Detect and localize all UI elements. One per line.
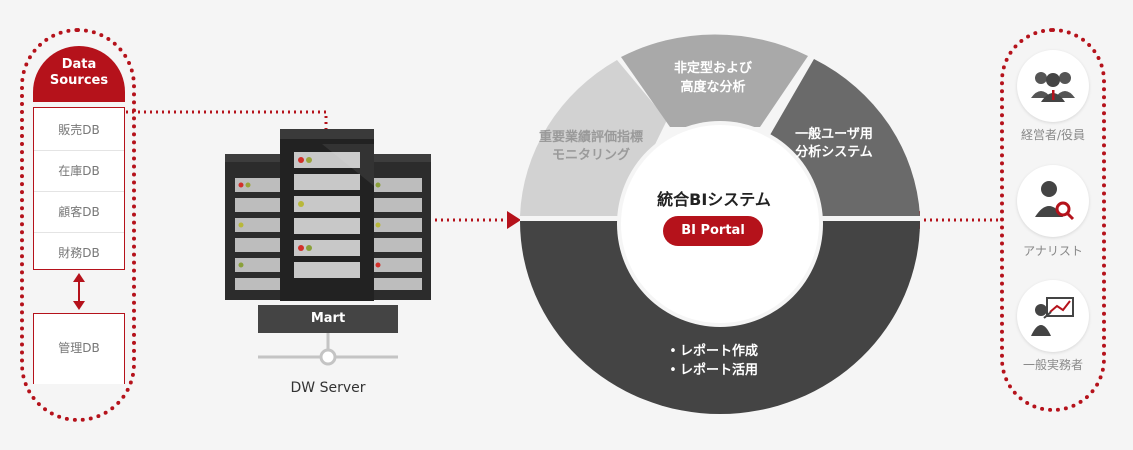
- analyst-avatar: [1017, 165, 1089, 237]
- data-sources-outline: [20, 28, 136, 422]
- bullet-1-text: レポート作成: [680, 343, 758, 359]
- bullet-1-symbol: •: [669, 344, 677, 359]
- list-item-inventory-db: 在庫DB: [34, 150, 124, 191]
- double-arrow-up-head: [73, 273, 85, 282]
- analyst-icon: [1035, 181, 1075, 221]
- segment-left-line2: モニタリング: [552, 147, 630, 163]
- bullet-2-text: レポート活用: [680, 362, 758, 378]
- bi-portal-button[interactable]: BI Portal: [663, 216, 763, 246]
- segment-advanced-analysis: [621, 34, 808, 127]
- server-racks-icon: [225, 129, 431, 301]
- mart-label: Mart: [258, 305, 398, 333]
- data-sources-header-line1: Data: [61, 57, 97, 72]
- double-arrow-down-head: [73, 301, 85, 310]
- connector-sources-to-server: [126, 110, 328, 130]
- data-sources-header-line2: Sources: [49, 73, 109, 88]
- executives-icon: [1031, 72, 1075, 102]
- practitioner-icon: [1031, 297, 1074, 336]
- network-connector-icon: [258, 333, 398, 366]
- user-label-analyst: アナリスト: [1023, 244, 1083, 258]
- data-sources-list: 販売DB 在庫DB 顧客DB 財務DB: [33, 107, 125, 270]
- segment-right-line2: 分析システム: [795, 144, 873, 160]
- list-item-finance-db: 財務DB: [34, 232, 124, 273]
- segment-right-line1: 一般ユーザ用: [795, 126, 873, 142]
- segment-top-line1: 非定型および: [674, 60, 753, 76]
- arrow-into-wheel-left: [507, 211, 521, 229]
- bullet-2-symbol: •: [669, 363, 677, 378]
- management-db-box: 管理DB: [33, 313, 125, 384]
- segment-left-line1: 重要業績評価指標: [539, 129, 643, 145]
- bi-wheel-diagram: 重要業績評価指標 モニタリング 非定型および 高度な分析 一般ユーザ用 分析シス…: [520, 34, 920, 414]
- list-item-sales-db: 販売DB: [58, 123, 100, 137]
- user-label-practitioner: 一般実務者: [1022, 358, 1083, 372]
- users-outline: [1000, 28, 1106, 412]
- executives-avatar: [1017, 50, 1089, 122]
- list-item-customer-db: 顧客DB: [34, 191, 124, 232]
- user-label-executives: 経営者/役員: [1020, 128, 1086, 142]
- bi-portal-button-label: BI Portal: [681, 223, 745, 238]
- center-title: 統合BIシステム: [657, 190, 771, 209]
- dw-server-label: DW Server: [290, 380, 366, 396]
- segment-top-line2: 高度な分析: [680, 79, 745, 95]
- practitioner-avatar: [1017, 280, 1089, 352]
